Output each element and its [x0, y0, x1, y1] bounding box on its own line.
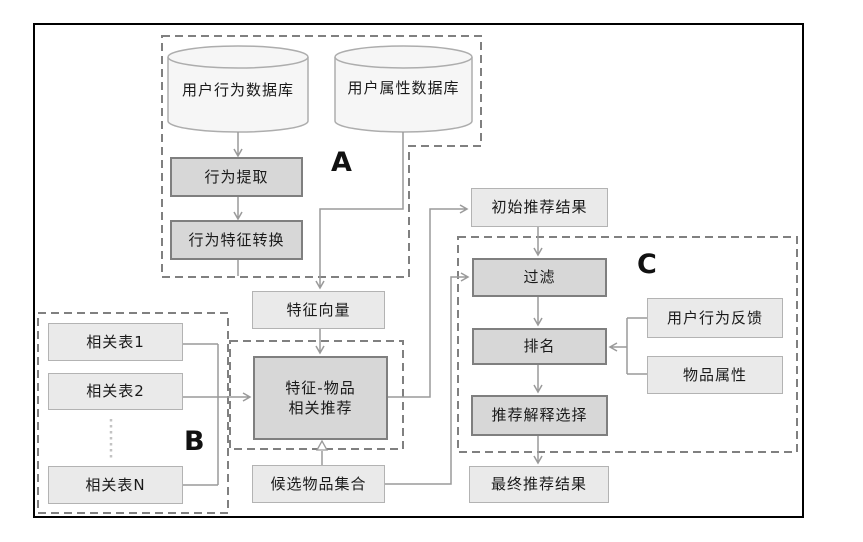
node-filter: 过滤 [472, 258, 607, 297]
user-behavior-db-cylinder-icon [167, 45, 309, 133]
group-b-dashed-outline [37, 312, 229, 514]
edge-featurevector-to-featureitem [315, 329, 325, 355]
node-candidate-item-set: 候选物品集合 [252, 465, 385, 503]
edge-attributedb-to-featurevector [315, 132, 404, 290]
node-feature-item-recommendation: 特征-物品 相关推荐 [253, 356, 388, 440]
node-explanation-selection: 推荐解释选择 [471, 395, 608, 436]
group-b-label: B [184, 426, 205, 457]
group-c-dashed-outline [457, 236, 798, 453]
node-behavior-extraction: 行为提取 [170, 157, 303, 197]
group-a-dashed-outline [161, 35, 482, 278]
node-behavior-feature-conversion: 行为特征转换 [170, 220, 303, 260]
node-feature-vector: 特征向量 [252, 291, 385, 329]
open-arrowhead-candidateset [315, 439, 329, 451]
edge-ranking-to-explanation [533, 365, 543, 394]
node-user-attribute-db: 用户属性数据库 [347, 78, 460, 97]
node-feature-item-recommendation-line1: 特征-物品 [285, 378, 356, 397]
edge-extraction-to-conversion [233, 197, 243, 221]
edge-relatedtables-collector [183, 343, 219, 486]
node-feature-item-recommendation-line2: 相关推荐 [288, 399, 353, 417]
edge-filter-to-ranking [533, 297, 543, 327]
node-related-table-n: 相关表N [48, 466, 183, 504]
group-a-label: A [331, 147, 352, 178]
group-c-label: C [637, 249, 657, 280]
edge-featureitem-to-initialresults [388, 204, 469, 398]
node-ranking: 排名 [472, 328, 607, 365]
edge-initialresults-to-filter [533, 227, 543, 257]
node-user-behavior-db: 用户行为数据库 [181, 80, 294, 99]
edge-behaviordb-to-extraction [233, 132, 243, 158]
node-related-table-1: 相关表1 [48, 323, 183, 361]
node-user-behavior-feedback: 用户行为反馈 [647, 298, 783, 338]
edge-relatedtables-to-featureitem [183, 392, 252, 402]
edge-candidateset-to-filter [385, 272, 470, 485]
group-center-dashed-outline [229, 340, 404, 450]
node-final-results: 最终推荐结果 [469, 466, 609, 503]
node-related-table-2: 相关表2 [48, 373, 183, 410]
user-attribute-db-cylinder-icon [334, 45, 473, 133]
node-initial-results: 初始推荐结果 [471, 188, 608, 227]
edge-feedback-attributes-to-ranking [608, 317, 647, 375]
node-item-attributes: 物品属性 [647, 356, 783, 394]
edge-explanation-to-finalresults [533, 436, 543, 465]
